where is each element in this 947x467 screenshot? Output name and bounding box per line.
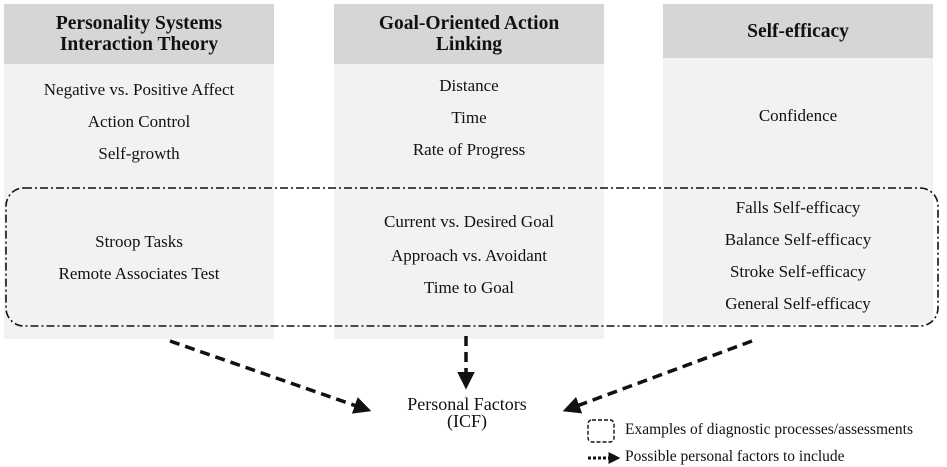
assessment-item: Time to Goal: [423, 278, 515, 297]
target-node: Personal Factors (ICF): [367, 394, 567, 431]
assessment-item: General Self-efficacy: [725, 294, 871, 313]
component-item: Distance: [439, 76, 499, 95]
assessment-item: Balance Self-efficacy: [724, 230, 872, 249]
component-item: Time: [451, 108, 487, 127]
legend-box-label: Examples of diagnostic processes/assessm…: [625, 421, 913, 438]
component-item: Self-growth: [98, 144, 180, 163]
component-item: Confidence: [758, 106, 838, 125]
column-header: Self-efficacy: [663, 4, 933, 58]
assessment-item: Stroop Tasks: [95, 232, 183, 251]
column-personality-systems: Personality Systems Interaction Theory N…: [4, 4, 274, 339]
component-item: Rate of Progress: [412, 140, 526, 159]
column-header: Personality Systems Interaction Theory: [4, 4, 274, 64]
column-title-line: Personality Systems: [55, 13, 223, 34]
column-self-efficacy: Self-efficacy Confidence Falls Self-effi…: [663, 4, 933, 324]
column-title-line: Interaction Theory: [59, 34, 219, 55]
arrow-left-to-target: [169, 339, 372, 414]
column-title-line: Self-efficacy: [747, 20, 849, 42]
assessment-item: Remote Associates Test: [58, 264, 220, 283]
assessment-item: Approach vs. Avoidant: [391, 246, 547, 265]
target-label-line2: (ICF): [447, 411, 487, 431]
assessment-item: Stroke Self-efficacy: [729, 262, 867, 281]
component-item: Negative vs. Positive Affect: [43, 80, 235, 99]
legend-arrow-label: Possible personal factors to include: [625, 448, 845, 465]
assessment-group-outline: [5, 187, 939, 327]
component-item: Action Control: [87, 112, 191, 131]
column-goal-oriented-action: Goal-Oriented Action Linking Distance Ti…: [334, 4, 604, 339]
column-title-line: Goal-Oriented Action: [378, 13, 560, 34]
column-title-line: Linking: [435, 34, 503, 55]
legend-box-icon: [587, 419, 615, 443]
assessment-item: Falls Self-efficacy: [735, 198, 861, 217]
assessment-item: Current vs. Desired Goal: [384, 212, 554, 231]
column-header: Goal-Oriented Action Linking: [334, 4, 604, 64]
target-label-line1: Personal Factors: [407, 394, 527, 414]
arrow-right-to-target: [562, 339, 753, 414]
